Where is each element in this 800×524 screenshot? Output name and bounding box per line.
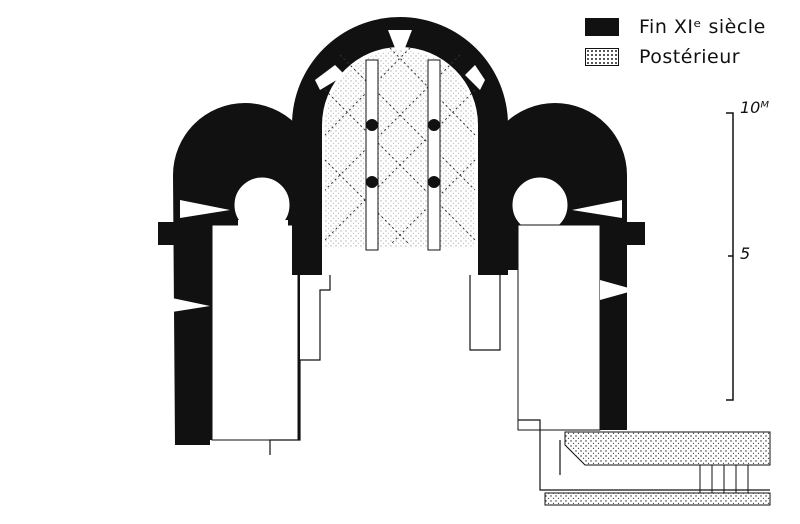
scale-bar: [726, 112, 734, 401]
scale-label-5: 5: [740, 244, 751, 263]
stipple-swatch-icon: [585, 48, 619, 66]
solid-swatch-icon: [585, 18, 619, 36]
left-window-lower: [172, 298, 210, 312]
legend-item-original: Fin XIᵉ siècle: [585, 12, 766, 42]
legend-item-later: Postérieur: [585, 42, 766, 72]
nave-outline: [269, 270, 770, 491]
later-additions: [544, 431, 771, 506]
pillars: [366, 119, 440, 188]
left-window: [180, 200, 230, 218]
legend: Fin XIᵉ siècle Postérieur: [585, 12, 766, 72]
central-apse: [292, 17, 508, 275]
scale-label-10m: 10ᴹ: [740, 98, 770, 117]
